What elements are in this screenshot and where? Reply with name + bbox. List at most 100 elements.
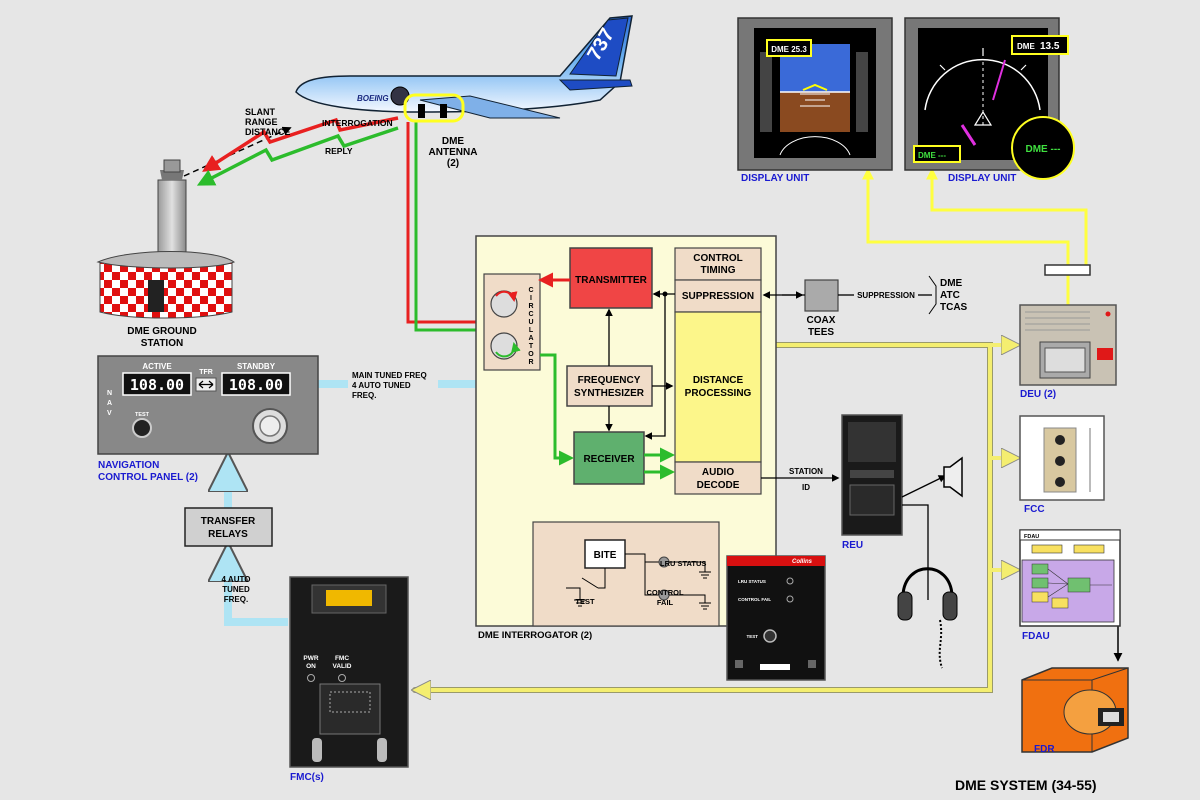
boeing-737-aircraft: 737 BOEING [295,15,633,123]
bite-label: BITE [594,550,617,561]
lru-test-button[interactable] [763,629,777,643]
left-display-caption: DISPLAY UNIT [741,173,809,184]
fdr-caption: FDR [1034,744,1055,755]
nav-side-letter-1: N [107,390,112,397]
freq-note-line-3: FREQ. [352,391,376,400]
bite-test-label: TEST [575,597,595,606]
left-dme-readout: DME 25.3 [771,45,807,54]
nav-control-panel [97,355,319,455]
nav-side-letter-3: V [107,410,112,417]
fmc-valid-label-1: FMC [335,655,349,662]
bottom-dme-readout: DME --- [918,151,946,160]
dme-ground-station [96,159,236,319]
circulator-letter-10: R [528,359,533,366]
rf-coax-lines [406,122,484,332]
circulator-letter-1: C [528,287,533,294]
reu-unit [841,414,963,669]
nav-test-label: TEST [135,412,150,418]
coax-tcas-label: TCAS [940,302,968,313]
auto-freq-line-1: 4 AUTO [222,575,251,584]
fcc-unit [1019,415,1105,501]
auto-freq-line-2: TUNED [222,585,250,594]
antenna-label-2: ANTENNA [429,147,478,158]
ground-symbol-icon-2 [669,594,711,610]
active-freq-window [122,372,192,396]
control-timing-label-1: CONTROL [693,253,742,264]
diagram-title: DME SYSTEM (34-55) [955,777,1097,793]
fuselage-logo-text: BOEING [357,94,389,103]
slant-label-2: RANGE [245,117,278,127]
bite-panel [532,521,720,627]
transmitter-label: TRANSMITTER [575,275,647,286]
frequency-synthesizer-block [566,365,653,407]
standby-freq-window [221,372,291,396]
audio-label-1: AUDIO [702,467,734,478]
yellow-bus-lines [415,167,1123,690]
distance-processing-block [674,311,762,463]
circulator-letter-8: T [529,343,534,350]
deu-unit [1019,304,1117,386]
circulator-letter-5: U [528,319,533,326]
antenna-blade-icon [418,104,425,118]
dme-zoom-circle [1011,116,1075,180]
right-dme-label: DME [1017,42,1035,51]
bite-control-fail-label-2: FAIL [657,598,674,607]
fmc-handle-right [377,738,387,762]
ground-station-label-2: STATION [141,338,183,349]
headset-icon [901,567,954,596]
slant-signals [183,116,399,186]
dme-readout-box-bottom [913,145,961,163]
circulator-letter-4: C [528,311,533,318]
circulator-letter-2: I [530,295,532,302]
fmc-pwr-label-2: ON [306,663,316,670]
speaker-icon [943,456,963,498]
dme-readout-box-right [1011,35,1069,55]
fdr-unit [1021,667,1129,753]
antenna-label-1: DME [442,136,465,147]
dme-interrogator [475,235,777,627]
distance-label-1: DISTANCE [693,375,744,386]
transmitter-block [569,247,653,309]
standby-frequency: 108.00 [229,376,283,394]
control-fail-indicator [786,595,794,603]
nav-panel-caption-1: NAVIGATION [98,460,159,471]
station-id-label-1: STATION [789,467,823,476]
circulator-letter-7: A [528,335,533,342]
control-timing-block [674,247,762,281]
reply-label: REPLY [325,146,353,156]
freq-synth-label-2: SYNTHESIZER [574,388,645,399]
circulator-letter-9: O [528,351,534,358]
freq-synth-label-1: FREQUENCY [578,375,641,386]
coax-bracket [928,275,937,315]
coax-suppression-label: SUPPRESSION [857,291,915,300]
lru-test-text: TEST [746,634,758,639]
lru-front-panel [726,555,826,681]
nav-panel-caption-2: CONTROL PANEL (2) [98,472,198,483]
bite-control-fail-label-1: CONTROL [646,588,683,597]
fmc-unit [289,576,409,768]
coax-atc-label: ATC [940,290,960,301]
bite-lru-status-label: LRU STATUS [660,559,706,568]
coax-tees [762,275,937,315]
coax-label-1: COAX [807,315,836,326]
lru-control-fail-text: CONTROL FAIL [738,597,771,602]
interrogator-caption: DME INTERROGATOR (2) [478,630,592,641]
suppression-block [674,279,762,313]
standby-label: STANDBY [237,362,276,371]
display-unit-left [737,17,893,171]
test-switch-icon [566,568,606,607]
ground-symbol-icon [669,561,711,579]
station-id-label-2: ID [802,483,810,492]
fmc-valid-lamp [338,674,346,682]
fmc-pwr-label-1: PWR [303,655,318,662]
fdau-header: FDAU [1024,534,1039,540]
active-frequency: 108.00 [130,376,184,394]
lru-brand: Collins [792,559,813,565]
splitter-tee [1044,264,1091,276]
coax-label-2: TEES [808,327,834,338]
lru-status-text: LRU STATUS [738,579,766,584]
test-button[interactable] [132,418,152,438]
fmc-warning-label [326,590,372,606]
